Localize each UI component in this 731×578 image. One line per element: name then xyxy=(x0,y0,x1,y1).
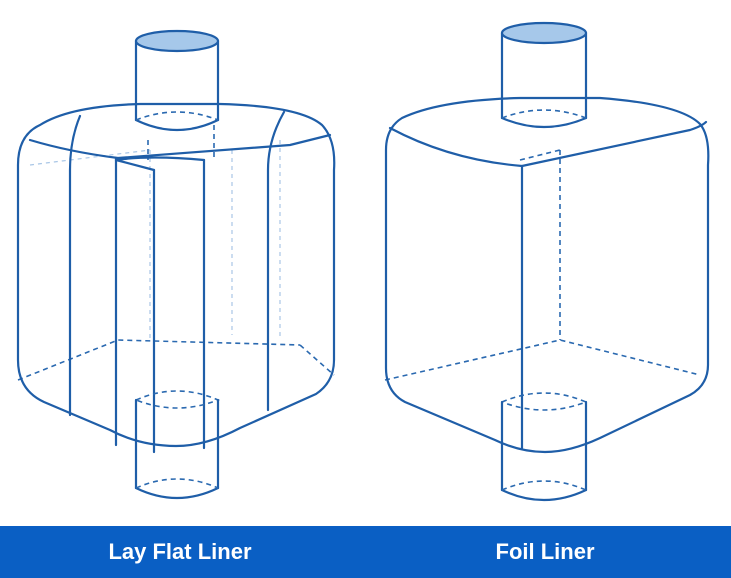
lay-flat-liner-drawing xyxy=(16,29,336,500)
foil-top-front-edge xyxy=(388,120,708,168)
caption-bar: Lay Flat Liner Foil Liner xyxy=(0,526,731,578)
lay-flat-liner-caption: Lay Flat Liner xyxy=(108,539,252,564)
lay-flat-top-spout xyxy=(134,29,220,132)
lay-flat-hidden-edges xyxy=(17,125,335,381)
lay-flat-body-outline xyxy=(16,102,336,448)
foil-top-spout xyxy=(500,21,588,129)
foil-bottom-spout xyxy=(500,392,589,502)
liner-comparison-diagram xyxy=(16,21,710,502)
lay-flat-top-front-edge xyxy=(28,133,332,160)
foil-hidden-edges xyxy=(384,149,701,381)
foil-body-outline xyxy=(384,96,710,454)
foil-liner-drawing xyxy=(384,21,710,502)
foil-liner-caption: Foil Liner xyxy=(495,539,595,564)
lay-flat-seam-5 xyxy=(266,110,286,412)
lay-flat-seam-1 xyxy=(68,114,82,417)
lay-flat-bottom-spout xyxy=(134,390,221,500)
